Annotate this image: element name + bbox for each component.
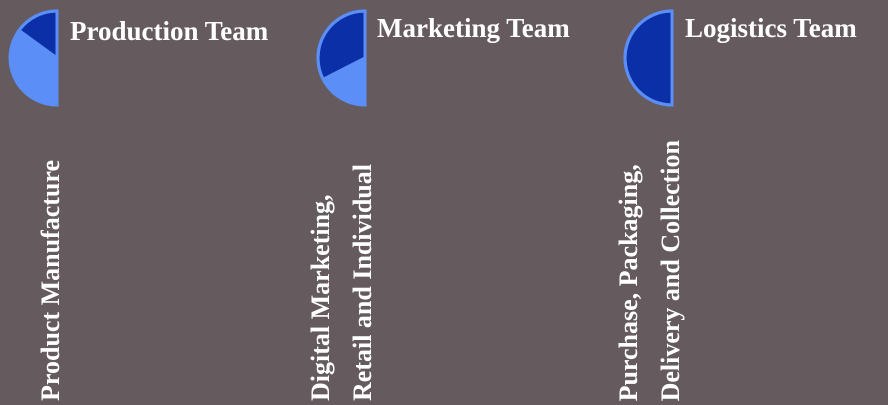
team-description-line: Retail and Individual [348, 164, 377, 401]
half-pie-wedge [623, 9, 674, 107]
team-title: Production Team [70, 16, 269, 46]
team-description-line: Delivery and Collection [656, 139, 685, 401]
team-description-line: Product Manufacture [36, 160, 65, 401]
team-title: Marketing Team [377, 13, 570, 43]
team-description: Digital Marketing, Retail and Individual [300, 164, 384, 401]
half-pie-outline [623, 9, 674, 107]
half-pie-outline [8, 9, 59, 107]
team-description-line: Digital Marketing, [306, 194, 335, 401]
half-pie-outline [316, 9, 367, 107]
team-title: Logistics Team [685, 13, 857, 43]
team-description: Purchase, Packaging, Delivery and Collec… [608, 140, 692, 401]
half-pie-icon [623, 9, 674, 107]
half-pie-icon [316, 9, 367, 107]
half-pie-icon [8, 9, 59, 107]
team-description: Product Manufacture [30, 160, 72, 401]
team-description-line: Purchase, Packaging, [614, 163, 643, 401]
